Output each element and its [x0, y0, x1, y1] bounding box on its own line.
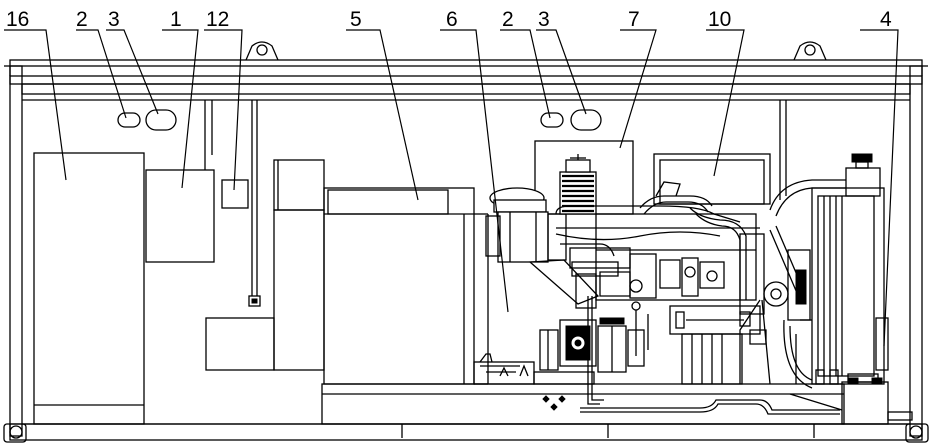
- small-box: [221, 100, 261, 307]
- callout-labels: 16 2 3 1 12 5 6 2 3 7 10 4: [6, 8, 892, 31]
- light-large-right: [570, 109, 602, 131]
- base-frame: [321, 353, 913, 425]
- callout-2-right: 2: [502, 8, 514, 31]
- filter-stack: [559, 154, 597, 215]
- callout-2-left: 2: [76, 8, 88, 31]
- light-small-left: [117, 112, 141, 128]
- callout-6: 6: [446, 8, 458, 31]
- callout-5: 5: [350, 8, 362, 31]
- light-large-left: [145, 109, 177, 131]
- callout-10: 10: [708, 8, 731, 31]
- lights: [117, 109, 602, 131]
- callout-12: 12: [206, 8, 229, 31]
- callout-3-left: 3: [108, 8, 120, 31]
- callout-1: 1: [170, 8, 182, 31]
- engine: [480, 154, 771, 405]
- control-box: [145, 169, 215, 263]
- callout-4: 4: [880, 8, 892, 31]
- light-small-right: [540, 112, 564, 128]
- left-cabinet: [33, 152, 145, 425]
- container-frame: [3, 41, 929, 443]
- rear-panel: [653, 153, 771, 205]
- radiator: [763, 153, 889, 389]
- callout-3-right: 3: [538, 8, 550, 31]
- callout-7: 7: [628, 8, 640, 31]
- callout-leaders: [4, 29, 899, 347]
- callout-16: 16: [6, 8, 29, 31]
